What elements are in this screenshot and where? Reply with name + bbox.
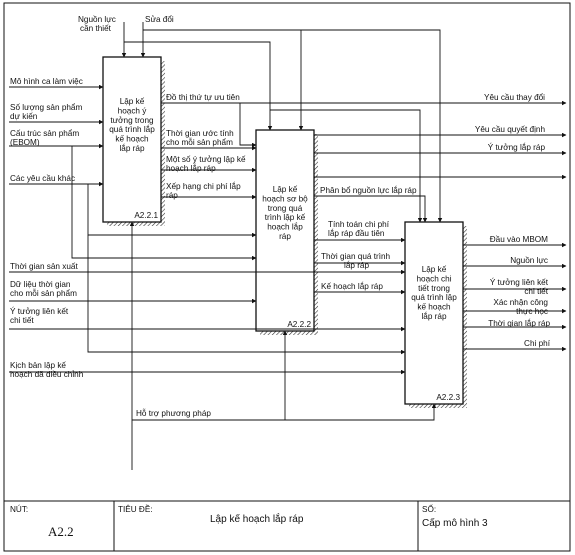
output-label-assembly-time: Thời gian lắp ráp [488, 318, 550, 328]
input-label-other-requirements: Các yêu cầu khác [10, 174, 75, 183]
footer-node-value: A2.2 [48, 524, 74, 539]
control-arrows [121, 22, 443, 223]
mechanism-arrows [129, 221, 437, 470]
diagram-frame [3, 2, 571, 552]
box1-output-arrows [161, 100, 567, 200]
output-label-change-request: Yêu cầu thay đổi [484, 92, 545, 102]
box-code-a221: A2.2.1 [134, 211, 158, 220]
footer-number-label: SỐ: [422, 503, 436, 514]
flow-label-resource-allocation: Phân bổ nguồn lực lắp ráp [320, 185, 417, 195]
output-label-cost: Chi phí [524, 339, 551, 348]
output-label-decision-request: Yêu cầu quyết định [475, 125, 546, 134]
input-label-production-time: Thời gian sản xuất [10, 262, 78, 271]
footer-node-label: NÚT: [10, 504, 28, 514]
input-arrows [9, 84, 406, 375]
output-label-resources: Nguồn lực [510, 256, 548, 265]
box3-output-arrows [463, 242, 567, 352]
input-label-product-structure: Cấu trúc sản phẩm(EBOM) [10, 128, 79, 147]
footer-number-value: Cấp mô hình 3 [422, 517, 488, 529]
box-code-a222: A2.2.2 [287, 320, 311, 329]
footer-title-label: TIÊU ĐỀ: [118, 504, 153, 514]
output-label-mbom-input: Đầu vào MBOM [490, 235, 548, 244]
box2-output-arrows [314, 132, 567, 295]
flow-label-priority-graph: Đồ thị thứ tự ưu tiên [166, 93, 240, 102]
footer-table [4, 500, 570, 551]
output-label-assembly-idea: Ý tưởng lắp ráp [488, 142, 546, 152]
control-label-revisions: Sửa đổi [145, 14, 174, 24]
input-label-work-shift: Mô hình ca làm việc [10, 77, 83, 86]
flow-label-assembly-plan: Kế hoạch lắp ráp [321, 281, 383, 291]
footer-title-value: Lập kế hoạch lắp ráp [210, 512, 304, 525]
mechanism-label: Hỗ trợ phương pháp [136, 408, 211, 418]
box-code-a223: A2.2.3 [436, 393, 460, 402]
